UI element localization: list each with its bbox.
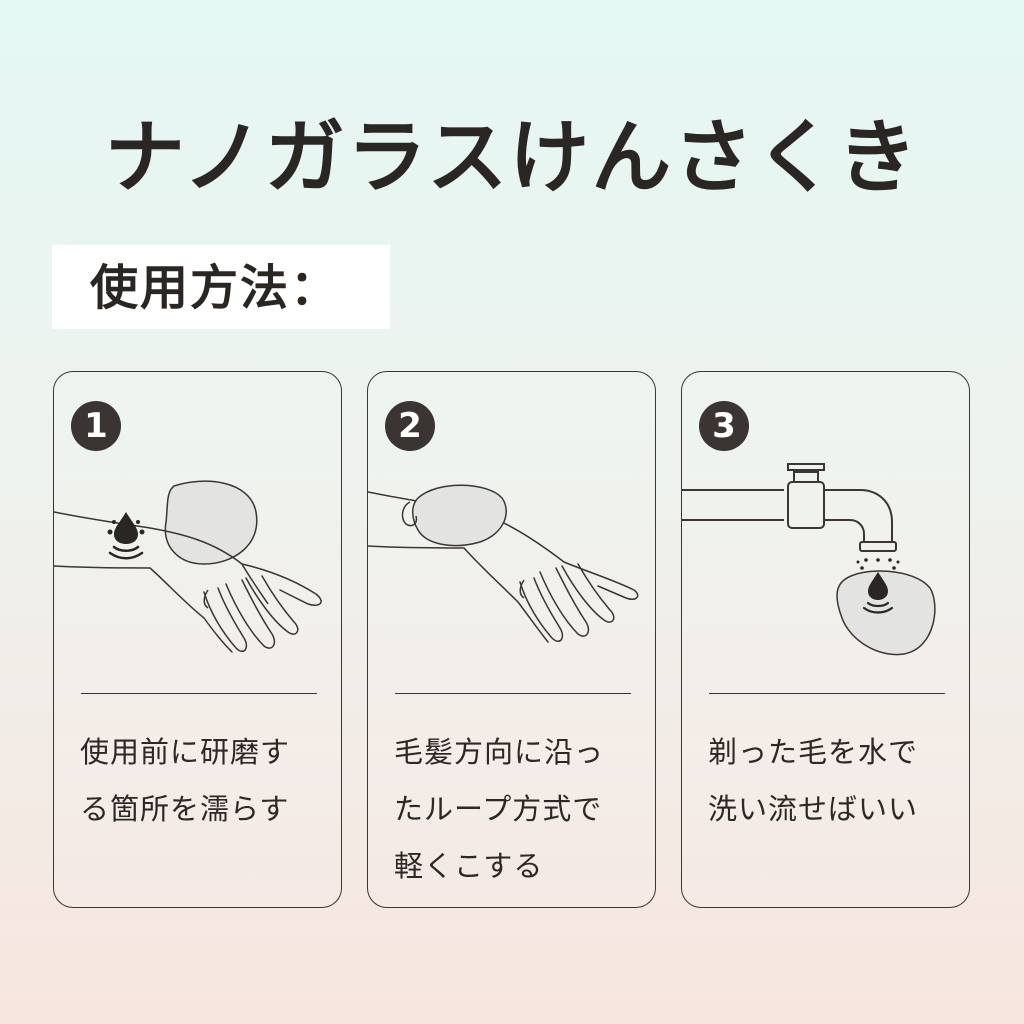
glass-stone-icon [412,484,507,547]
faucet-icon [682,463,897,552]
subtitle-background [52,245,390,329]
rub-arm-illustration [368,484,639,643]
step-number-badge: 3 [699,401,749,451]
page-title: ナノガラスけんさくき [104,111,920,204]
step-card-1: 1 使用前に研磨す る箇所を濡らす [53,371,342,908]
step-description: 剃った毛を水で 洗い流せばいい [708,735,919,826]
water-drop-icon [862,572,894,614]
wet-arm-illustration [54,480,322,653]
card-divider [709,693,945,694]
rinse-illustration [682,463,936,656]
step-description: 毛髪方向に沿っ たループ方式で 軽くこする [394,735,605,883]
water-drop-icon [107,512,145,560]
glass-stone-icon [164,480,258,565]
step-card-2: 2 毛髪方向に沿っ たループ方式で 軽くこする [367,371,656,908]
card-divider [81,693,317,694]
step-number-badge: 1 [71,401,121,451]
card-divider [395,693,631,694]
glass-stone-icon [836,570,936,656]
step-card-3: 3 剃った毛を水で 洗い流せばいい [681,371,970,908]
step-description: 使用前に研磨す る箇所を濡らす [80,735,291,826]
step-number-badge: 2 [385,401,435,451]
subtitle: 使用方法： [90,260,341,316]
